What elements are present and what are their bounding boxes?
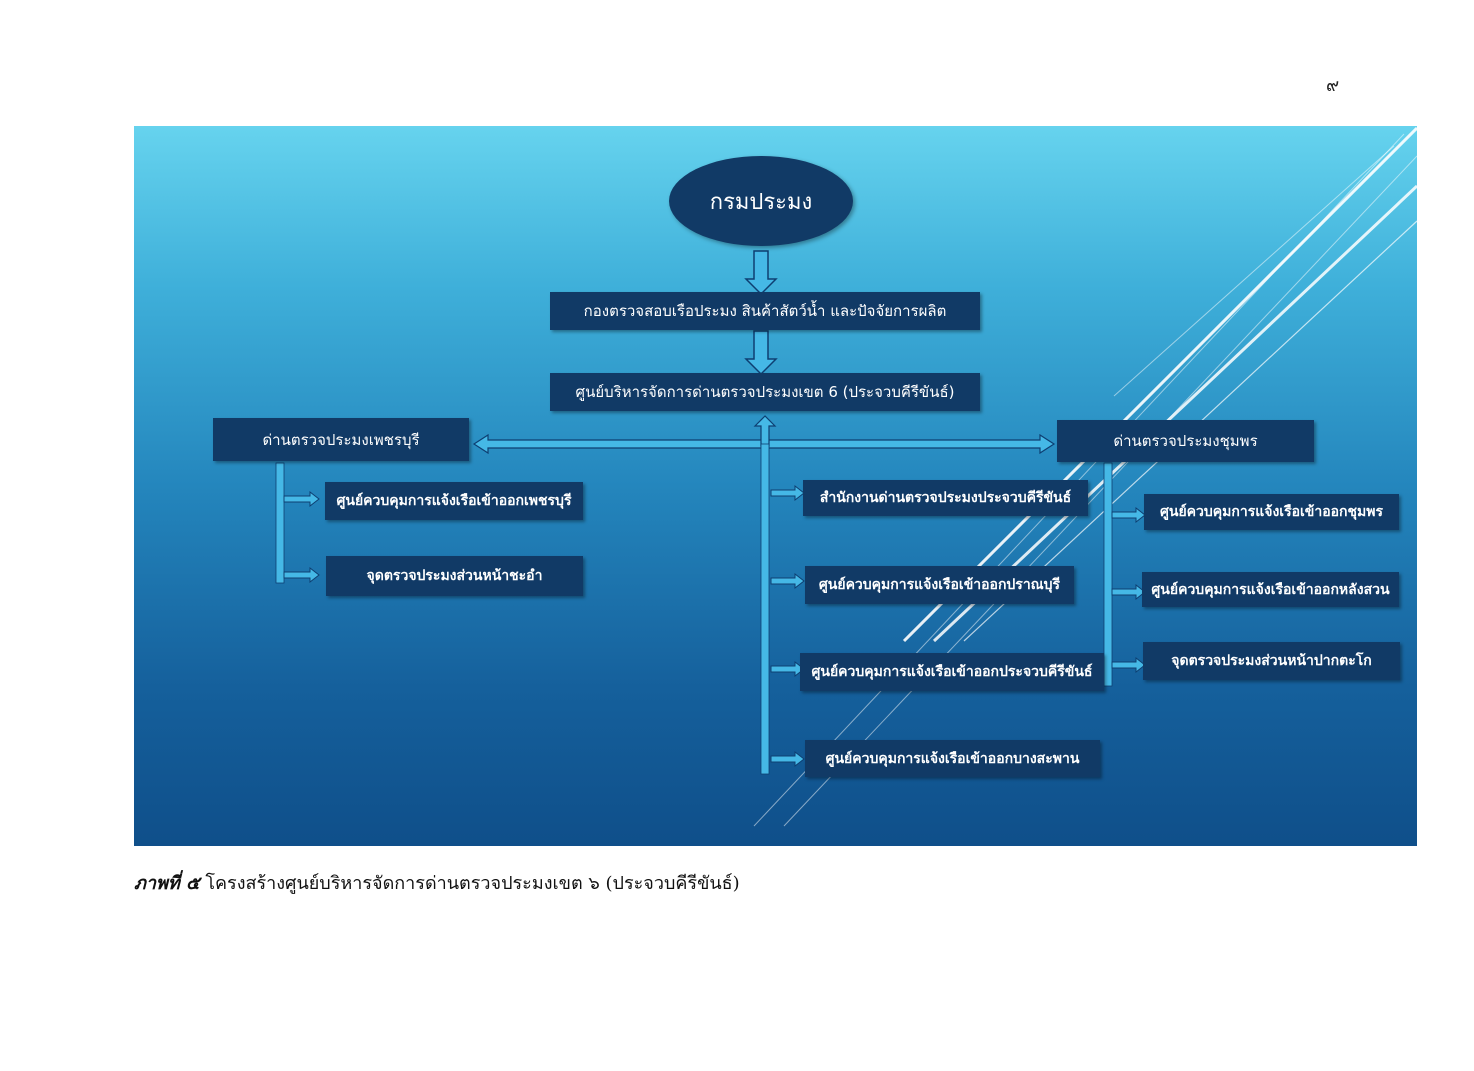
right-branch-item: จุดตรวจประมงส่วนหน้าปากตะโก [1143,642,1400,680]
right-branch-item: ศูนย์ควบคุมการแจ้งเรือเข้าออกชุมพร [1144,494,1399,530]
left-branch-title: ด่านตรวจประมงเพชรบุรี [213,418,469,461]
decorative-lines [753,126,1417,827]
center-node: ศูนย์บริหารจัดการด่านตรวจประมงเขต 6 (ประ… [550,373,980,411]
right-arrow-icon [1111,506,1146,524]
top-node-department: กรมประมง [669,156,853,246]
right-arrow-icon [770,572,805,590]
down-arrow-icon [744,250,778,296]
right-arrow-icon [770,484,805,502]
middle-branch-item: ศูนย์ควบคุมการแจ้งเรือเข้าออกปราณบุรี [805,566,1074,604]
org-chart-diagram: กรมประมง กองตรวจสอบเรือประมง สินค้าสัตว์… [134,126,1417,846]
division-node: กองตรวจสอบเรือประมง สินค้าสัตว์น้ำ และปั… [550,292,980,330]
left-branch-item: ศูนย์ควบคุมการแจ้งเรือเข้าออกเพชรบุรี [325,482,583,520]
right-arrow-icon [770,660,805,678]
figure-caption-label: ภาพที่ ๕ [134,873,200,894]
right-branch-title: ด่านตรวจประมงชุมพร [1057,420,1314,462]
right-arrow-icon [1111,583,1146,601]
down-arrow-icon [744,330,778,376]
right-arrow-icon [283,566,320,584]
page-number: ๙ [1326,75,1340,96]
right-branch-item: ศูนย์ควบคุมการแจ้งเรือเข้าออกหลังสวน [1142,572,1399,607]
middle-branch-item: ศูนย์ควบคุมการแจ้งเรือเข้าออกประจวบคีรีข… [800,653,1104,691]
middle-branch-item: สำนักงานด่านตรวจประมงประจวบคีรีขันธ์ [803,480,1088,516]
left-branch-item: จุดตรวจประมงส่วนหน้าชะอำ [326,556,583,596]
figure-caption-text: โครงสร้างศูนย์บริหารจัดการด่านตรวจประมงเ… [199,873,740,894]
figure-caption: ภาพที่ ๕ โครงสร้างศูนย์บริหารจัดการด่านต… [134,868,740,897]
connectors-layer [275,126,1417,827]
right-arrow-icon [1111,656,1146,674]
right-arrow-icon [770,750,805,768]
middle-branch-item: ศูนย์ควบคุมการแจ้งเรือเข้าออกบางสะพาน [805,740,1100,777]
right-arrow-icon [283,490,320,508]
